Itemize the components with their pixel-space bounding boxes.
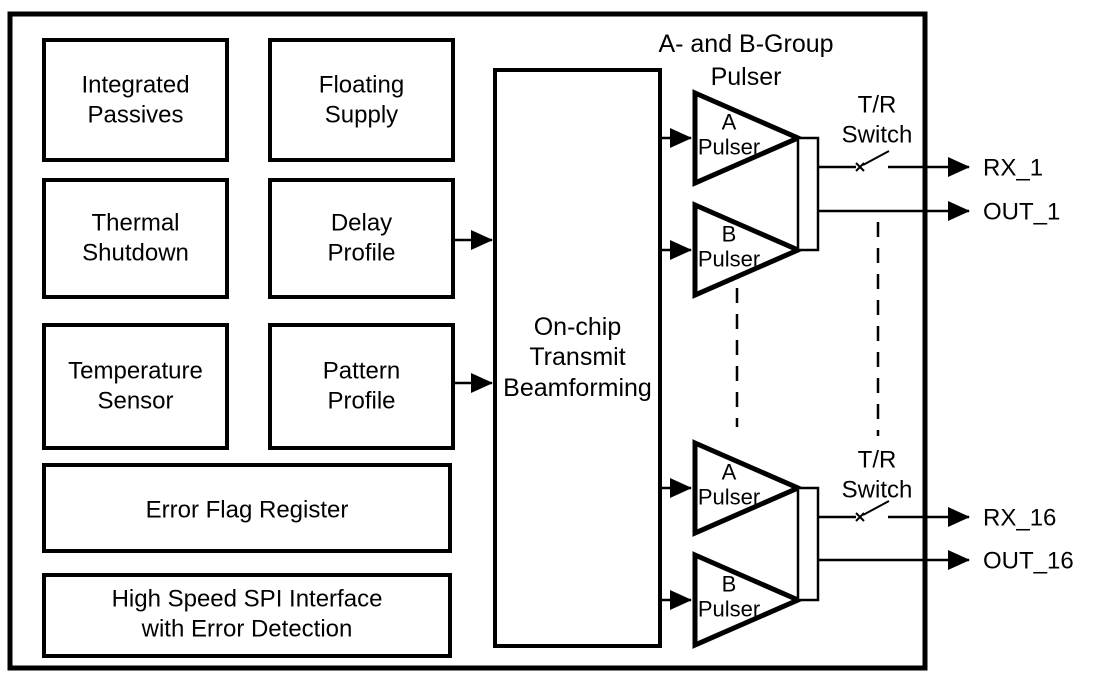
integrated-passives-label: Integrated: [81, 72, 189, 99]
spi-interface-label: High Speed SPI Interface: [112, 586, 383, 613]
delay-profile-block: Delay Profile: [268, 178, 455, 299]
integrated-passives-block: Integrated Passives: [42, 38, 229, 162]
beamforming-block: On-chip Transmit Beamforming: [493, 68, 662, 648]
delay-profile-label: Delay: [331, 210, 392, 237]
beamforming-box: [493, 68, 662, 648]
beamforming-label: Beamforming: [503, 374, 652, 402]
spi-interface-block: High Speed SPI Interface with Error Dete…: [42, 573, 452, 658]
error-flag-register-box: [42, 463, 452, 553]
tr-switch-label: T/R: [858, 92, 897, 119]
thermal-shutdown-block: Thermal Shutdown: [42, 178, 229, 299]
b-pulser-label: B: [722, 222, 737, 247]
a-pulser-label: Pulser: [698, 135, 760, 160]
thermal-shutdown-box: [42, 178, 229, 299]
out-port-label: OUT_16: [983, 548, 1074, 575]
pattern-profile-label: Profile: [327, 388, 395, 415]
integrated-passives-box: [42, 38, 229, 162]
b-pulser-triangle: [692, 201, 805, 299]
tr-switch-lever: [862, 500, 890, 516]
floating-supply-label: Floating: [319, 72, 404, 99]
pulser-section-title: A- and B-Group: [658, 30, 833, 58]
thermal-shutdown-label: Thermal: [91, 210, 179, 237]
rx-port-label: RX_16: [983, 505, 1056, 532]
floating-supply-block: Floating Supply: [268, 38, 455, 162]
temperature-sensor-box: [42, 323, 229, 450]
a-pulser-triangle: [692, 89, 805, 187]
error-flag-register-block: Error Flag Register: [42, 463, 452, 553]
temperature-sensor-label: Temperature: [68, 358, 203, 385]
b-pulser-label: B: [722, 572, 737, 597]
beamforming-label: Transmit: [529, 343, 625, 371]
b-pulser-label: Pulser: [698, 597, 760, 622]
tr-switch-lever: [862, 150, 890, 166]
b-pulser-label: Pulser: [698, 247, 760, 272]
out-port-label: OUT_1: [983, 199, 1060, 226]
chip-boundary: [7, 11, 928, 671]
integrated-passives-label: Passives: [87, 102, 183, 129]
temperature-sensor-block: Temperature Sensor: [42, 323, 229, 450]
tr-switch-label: T/R: [858, 447, 897, 474]
pattern-profile-box: [268, 323, 455, 450]
floating-supply-box: [268, 38, 455, 162]
rx-port-label: RX_1: [983, 155, 1043, 182]
a-pulser-triangle: [692, 439, 805, 537]
pattern-profile-label: Pattern: [323, 358, 400, 385]
thermal-shutdown-label: Shutdown: [82, 240, 189, 267]
floating-supply-label: Supply: [325, 102, 398, 129]
spi-interface-box: [42, 573, 452, 658]
beamforming-label: On-chip: [534, 313, 622, 341]
pulser-group-1: A Pulser B Pulser T/R Switch RX_1 OUT_1: [660, 89, 1060, 299]
pulser-output-bar: [796, 136, 820, 252]
b-pulser-triangle: [692, 551, 805, 649]
delay-profile-label: Profile: [327, 240, 395, 267]
pulser-output-bar: [796, 486, 820, 602]
spi-interface-label: with Error Detection: [141, 616, 353, 643]
error-flag-register-label: Error Flag Register: [146, 497, 349, 524]
delay-profile-box: [268, 178, 455, 299]
pulser-group-16: A Pulser B Pulser T/R Switch RX_16 OUT_1…: [660, 439, 1074, 649]
a-pulser-label: Pulser: [698, 485, 760, 510]
a-pulser-label: A: [722, 460, 737, 485]
a-pulser-label: A: [722, 110, 737, 135]
tr-switch-label: Switch: [842, 477, 913, 504]
tr-switch-label: Switch: [842, 122, 913, 149]
pulser-section-title: Pulser: [711, 63, 782, 91]
pattern-profile-block: Pattern Profile: [268, 323, 455, 450]
temperature-sensor-label: Sensor: [97, 388, 173, 415]
